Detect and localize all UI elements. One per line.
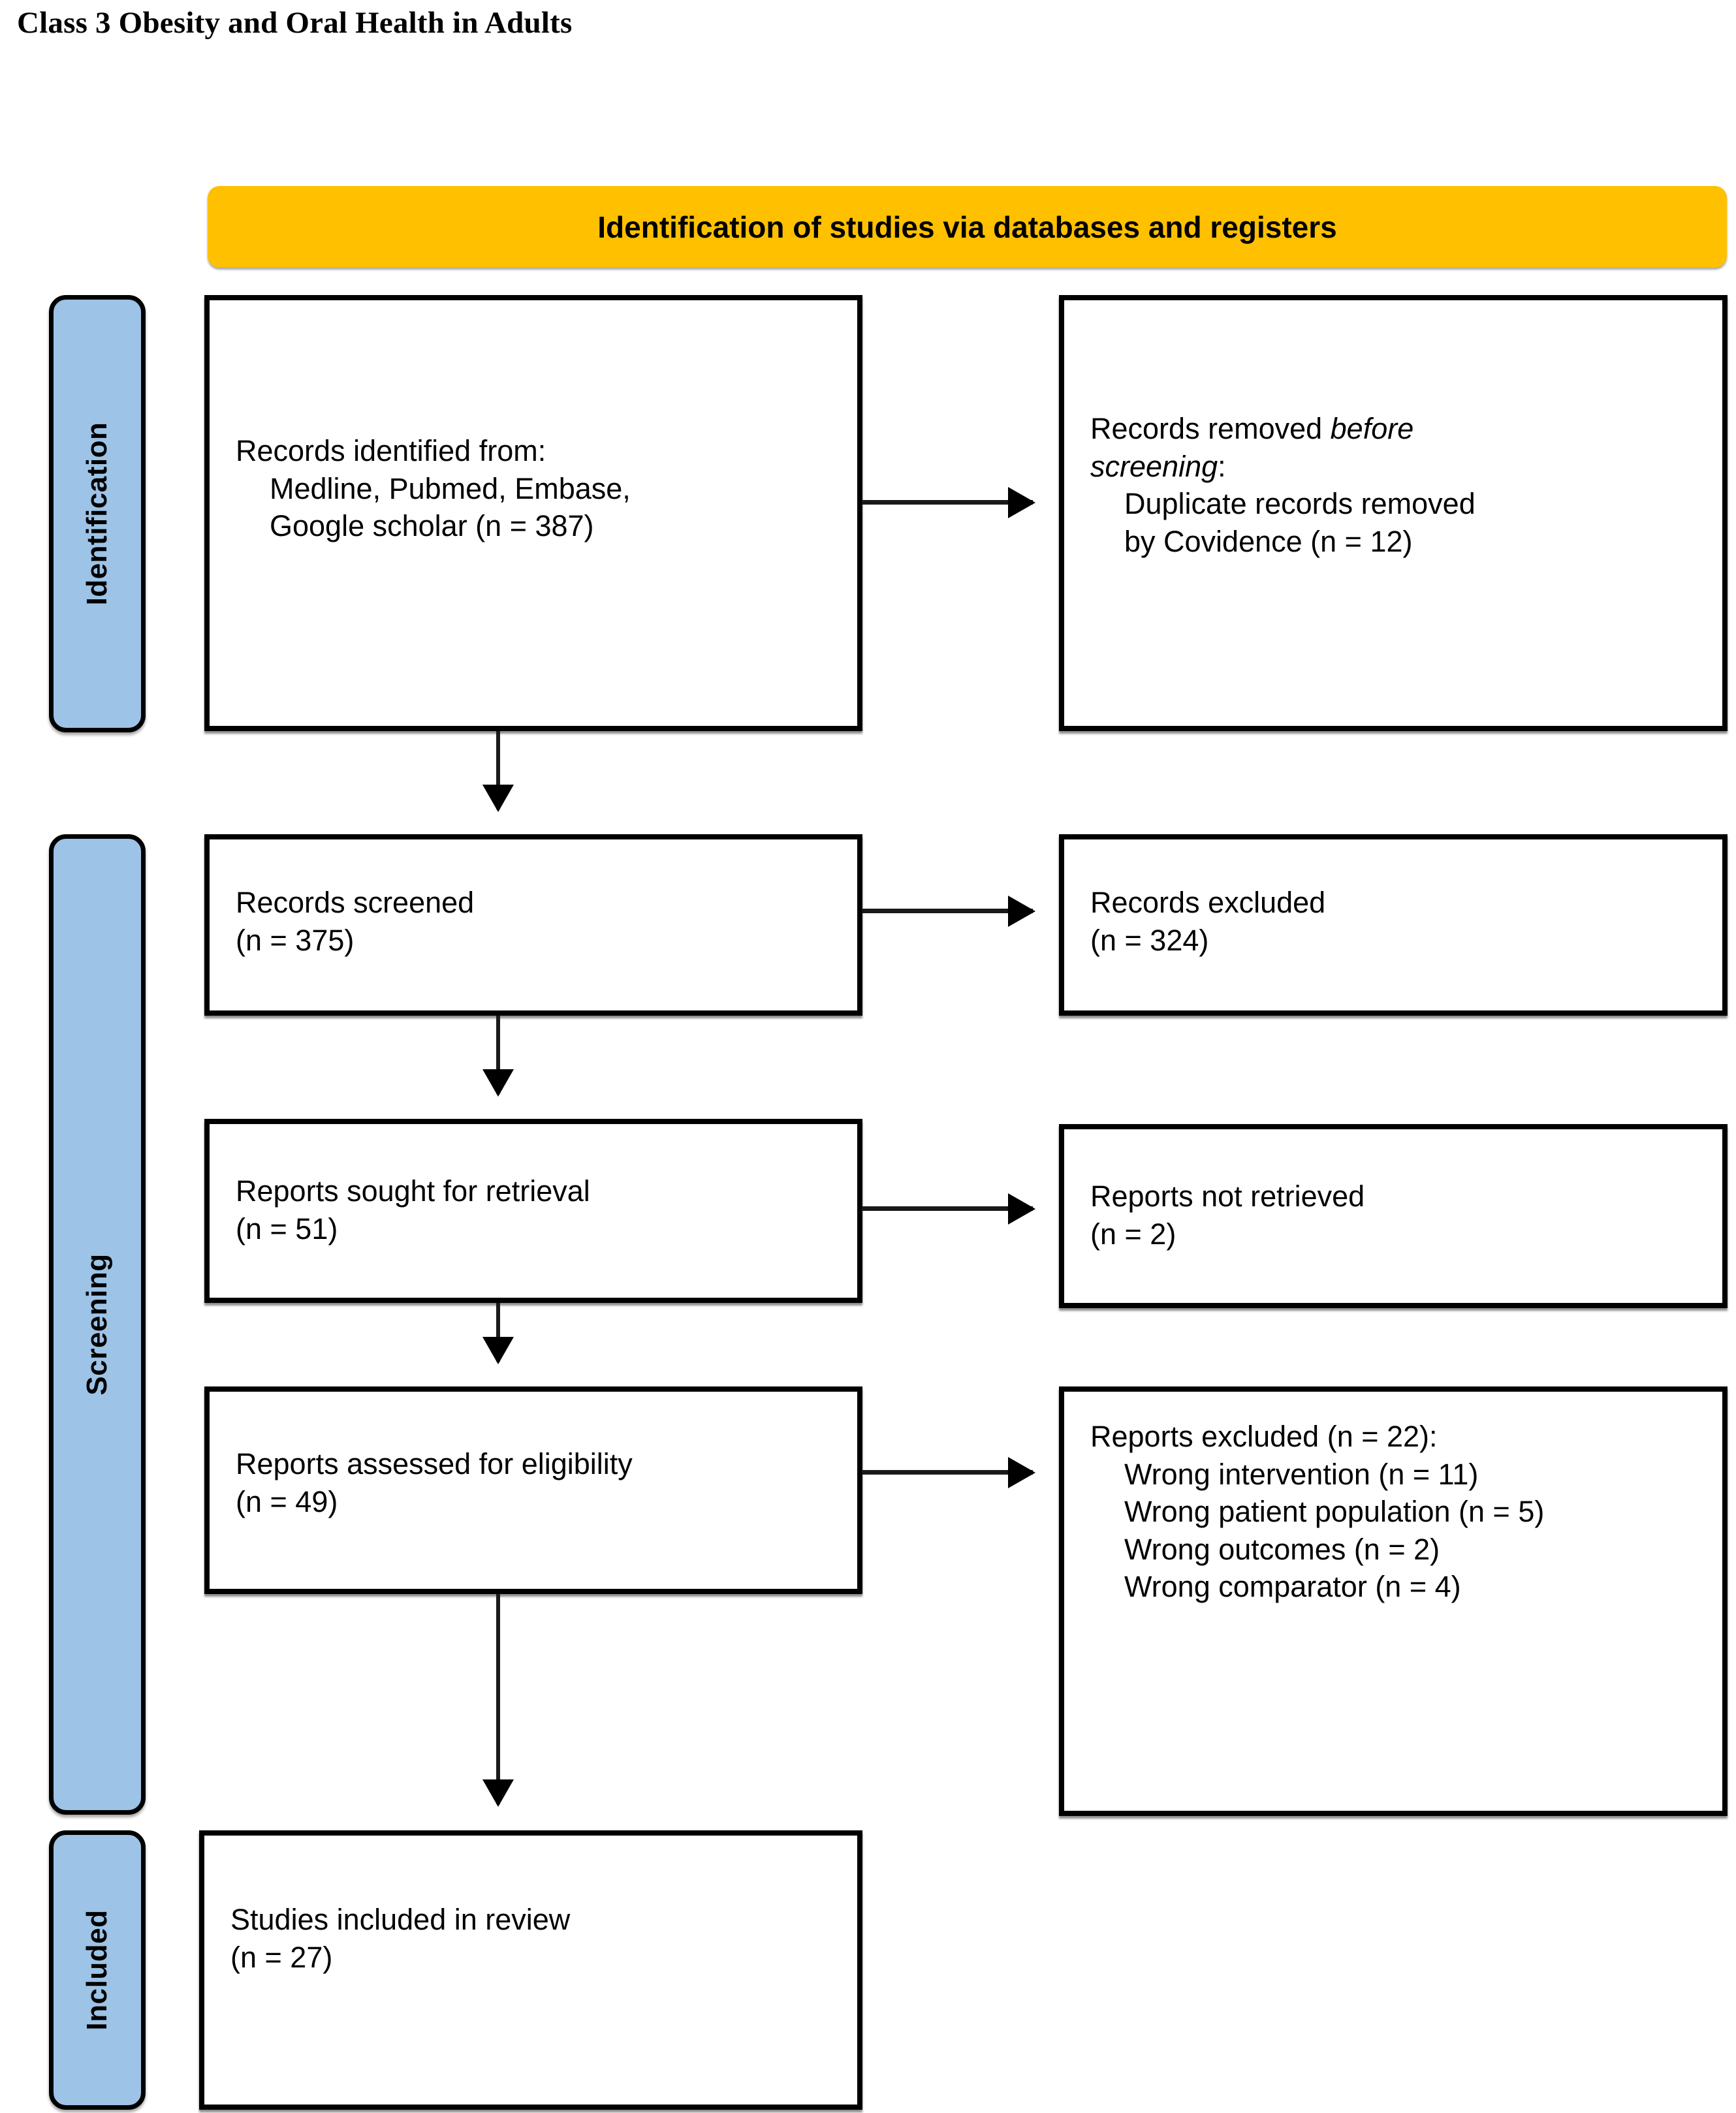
reports-excluded-reason-3: Wrong outcomes (n = 2) — [1124, 1532, 1440, 1566]
box-records-identified: Records identified from: Medline, Pubmed… — [204, 295, 862, 731]
studies-included-line1: Studies included in review — [230, 1903, 571, 1936]
stage-label-screening-text: Screening — [81, 1253, 113, 1396]
records-identified-line2: Medline, Pubmed, Embase, — [270, 471, 631, 505]
records-removed-line2-italic: screening — [1090, 449, 1218, 483]
records-excluded-line2: (n = 324) — [1090, 923, 1209, 957]
box-records-screened-text: Records screened (n = 375) — [236, 884, 845, 959]
box-studies-included-text: Studies included in review (n = 27) — [230, 1901, 845, 1976]
records-identified-line1: Records identified from: — [236, 434, 546, 467]
stage-label-included: Included — [49, 1830, 146, 2110]
banner-label: Identification of studies via databases … — [597, 210, 1337, 244]
reports-not-retrieved-line1: Reports not retrieved — [1090, 1180, 1365, 1213]
records-removed-line3: Duplicate records removed — [1124, 487, 1476, 521]
reports-assessed-line1: Reports assessed for eligibility — [236, 1447, 633, 1480]
records-excluded-line1: Records excluded — [1090, 886, 1326, 919]
box-reports-sought-text: Reports sought for retrieval (n = 51) — [236, 1172, 845, 1247]
records-removed-line4: by Covidence (n = 12) — [1124, 524, 1413, 558]
records-removed-line1-plain: Records removed — [1090, 412, 1331, 445]
box-reports-assessed-text: Reports assessed for eligibility (n = 49… — [236, 1445, 845, 1520]
arrow-identified-to-removed-icon — [862, 500, 1033, 505]
reports-excluded-reason-2: Wrong patient population (n = 5) — [1124, 1495, 1545, 1529]
stage-label-identification-text: Identification — [81, 422, 113, 606]
box-records-screened: Records screened (n = 375) — [204, 834, 862, 1016]
box-studies-included: Studies included in review (n = 27) — [199, 1830, 862, 2110]
identification-banner: Identification of studies via databases … — [208, 186, 1727, 268]
records-screened-line2: (n = 375) — [236, 923, 355, 957]
box-reports-sought: Reports sought for retrieval (n = 51) — [204, 1119, 862, 1303]
reports-excluded-line1: Reports excluded (n = 22): — [1090, 1420, 1438, 1453]
arrow-sought-to-assessed-icon — [496, 1303, 500, 1362]
arrow-assessed-to-reports-excluded-icon — [862, 1470, 1033, 1475]
arrow-identified-to-screened-icon — [496, 731, 500, 809]
page-title: Class 3 Obesity and Oral Health in Adult… — [17, 6, 573, 40]
reports-not-retrieved-line2: (n = 2) — [1090, 1217, 1176, 1251]
box-records-identified-text: Records identified from: Medline, Pubmed… — [236, 432, 845, 545]
stage-label-identification: Identification — [49, 295, 146, 732]
box-reports-excluded-text: Reports excluded (n = 22): Wrong interve… — [1090, 1418, 1711, 1606]
stage-label-screening: Screening — [49, 834, 146, 1815]
box-records-removed: Records removed before screening: Duplic… — [1059, 295, 1728, 731]
reports-assessed-line2: (n = 49) — [236, 1484, 338, 1518]
reports-sought-line2: (n = 51) — [236, 1212, 338, 1245]
box-records-removed-text: Records removed before screening: Duplic… — [1090, 410, 1711, 560]
box-reports-assessed: Reports assessed for eligibility (n = 49… — [204, 1386, 862, 1594]
records-identified-line3: Google scholar (n = 387) — [270, 509, 594, 543]
box-reports-excluded: Reports excluded (n = 22): Wrong interve… — [1059, 1386, 1728, 1816]
arrow-sought-to-not-retrieved-icon — [862, 1206, 1033, 1211]
records-screened-line1: Records screened — [236, 886, 475, 919]
stage-label-included-text: Included — [81, 1909, 113, 2031]
box-records-excluded: Records excluded (n = 324) — [1059, 834, 1728, 1016]
reports-excluded-reason-4: Wrong comparator (n = 4) — [1124, 1570, 1461, 1604]
arrow-screened-to-sought-icon — [496, 1016, 500, 1094]
records-removed-line1-italic: before — [1330, 412, 1414, 445]
box-reports-not-retrieved: Reports not retrieved (n = 2) — [1059, 1124, 1728, 1308]
arrow-assessed-to-included-icon — [496, 1594, 500, 1804]
arrow-screened-to-excluded-icon — [862, 909, 1033, 913]
box-reports-not-retrieved-text: Reports not retrieved (n = 2) — [1090, 1178, 1711, 1253]
records-removed-line2-plain: : — [1218, 449, 1226, 483]
reports-sought-line1: Reports sought for retrieval — [236, 1174, 590, 1208]
studies-included-line2: (n = 27) — [230, 1940, 333, 1974]
box-records-excluded-text: Records excluded (n = 324) — [1090, 884, 1711, 959]
reports-excluded-reason-1: Wrong intervention (n = 11) — [1124, 1457, 1479, 1491]
